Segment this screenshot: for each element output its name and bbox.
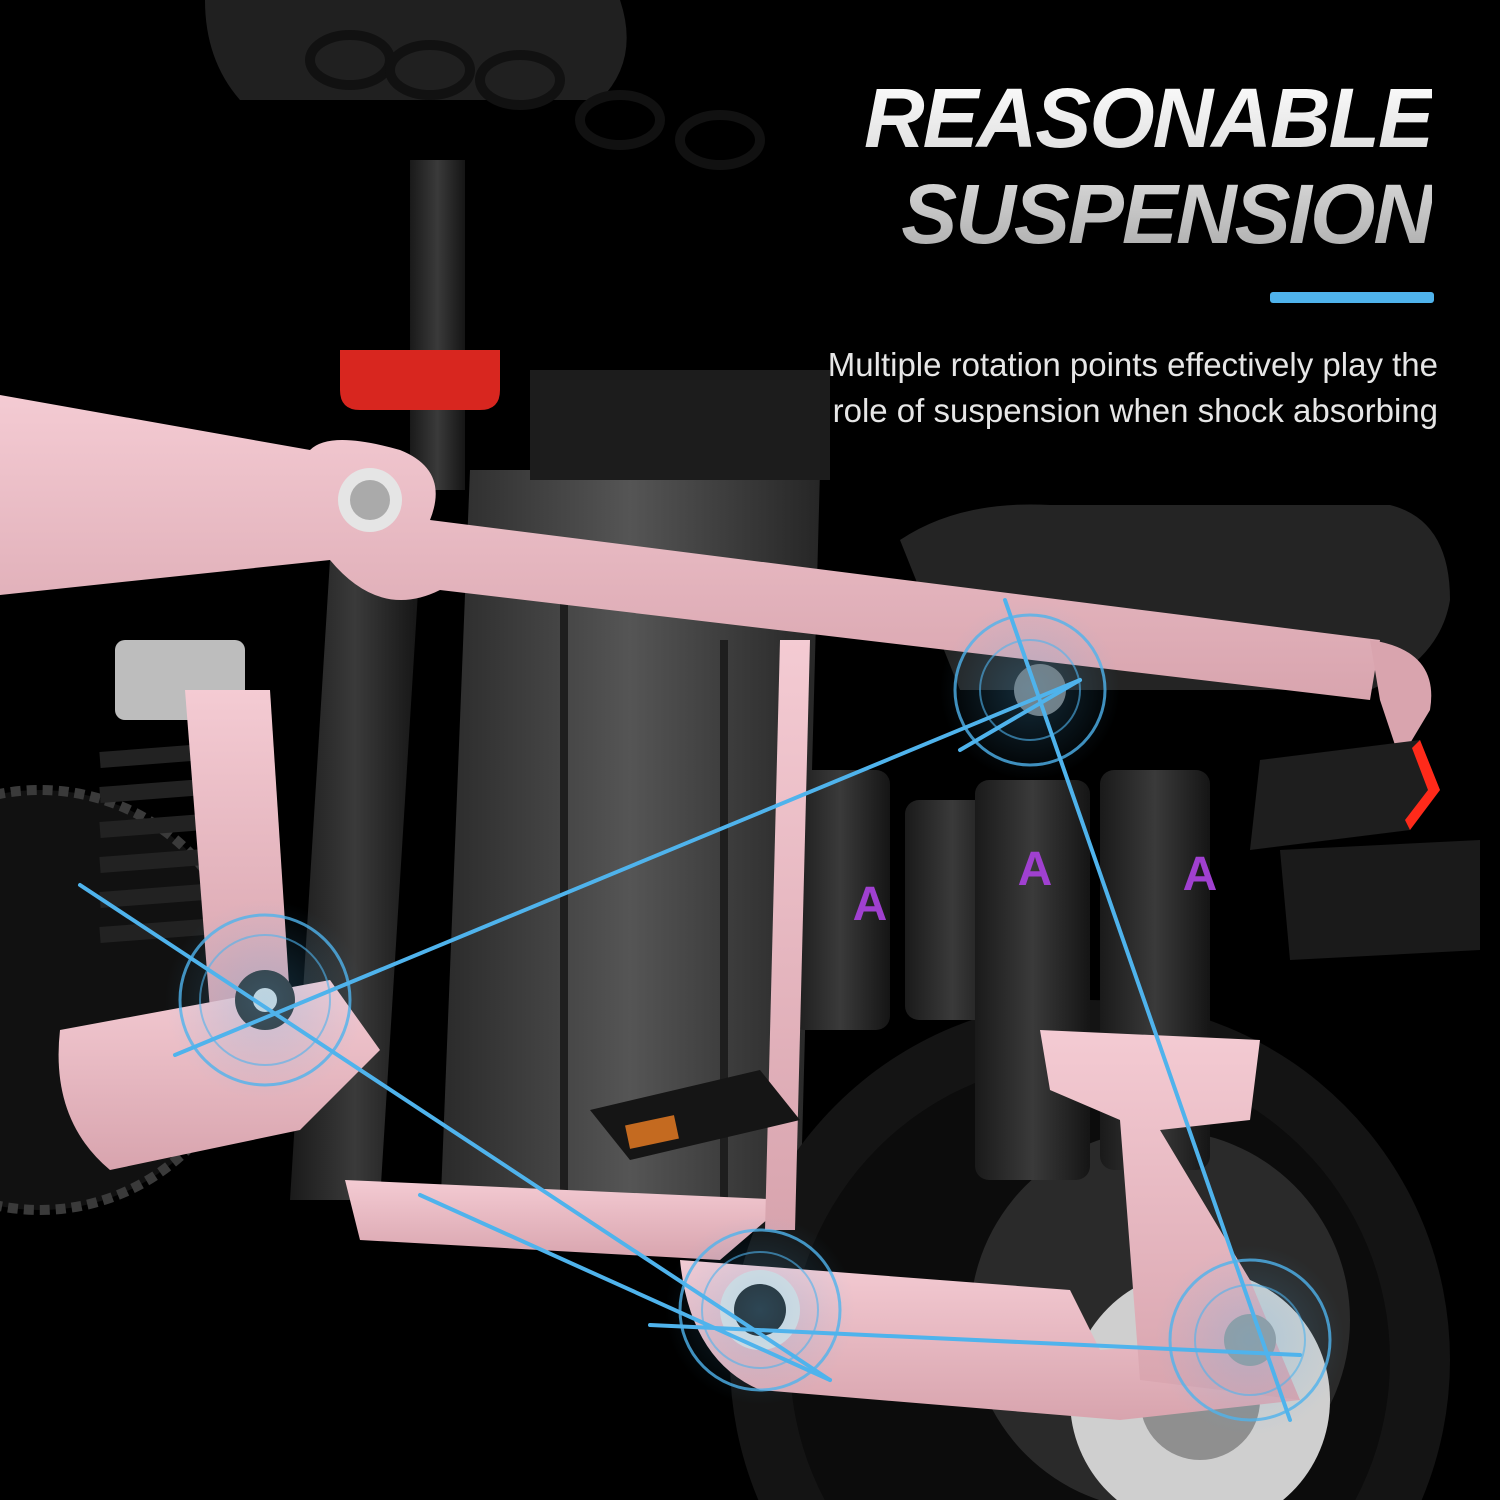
shock-logo: A: [1183, 848, 1218, 901]
feature-description: Multiple rotation points effectively pla…: [718, 342, 1438, 434]
rotation-point-highlights: [165, 600, 1345, 1435]
tail-light: [1250, 740, 1480, 960]
description-line-1: Multiple rotation points effectively pla…: [827, 346, 1438, 383]
rotation-point-lower-center: [665, 1215, 855, 1405]
rotation-point-front-pivot: [165, 900, 365, 1100]
shock-logo: A: [1018, 843, 1053, 896]
pedal: [590, 1070, 800, 1160]
rotation-point-rear-axle: [1155, 1245, 1345, 1435]
rotation-point-upper-rear: [940, 600, 1120, 780]
seat-post: [410, 160, 465, 490]
page-title: REASONABLE SUSPENSION: [864, 70, 1432, 262]
description-line-2: role of suspension when shock absorbing: [832, 392, 1438, 429]
title-line-1: REASONABLE: [863, 71, 1432, 165]
title-line-2: SUSPENSION: [901, 167, 1432, 261]
shock-logo: A: [853, 878, 888, 931]
seat-clamp: [340, 350, 500, 410]
saddle: [205, 0, 765, 170]
accent-divider: [1270, 292, 1434, 303]
linkage-lines: [78, 598, 1302, 1422]
